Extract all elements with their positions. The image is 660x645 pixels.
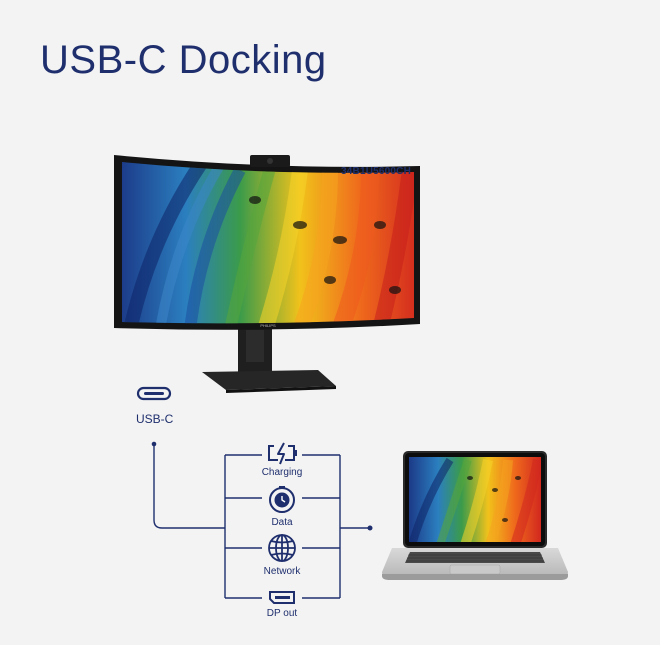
connector-lines (153, 444, 370, 599)
charging-icon (268, 442, 297, 465)
page-title: USB-C Docking (40, 38, 327, 82)
monitor-screen (122, 162, 414, 324)
laptop (382, 451, 568, 580)
monitor-brand: PHILIPS (260, 323, 276, 328)
data-icon (269, 486, 295, 513)
laptop-keyboard (405, 552, 545, 563)
laptop-connection-dot (367, 525, 373, 531)
feature-label-data: Data (271, 517, 293, 528)
monitor-model-label: 34B1U5600CH (341, 166, 412, 177)
laptop-trackpad (449, 564, 501, 575)
feature-label-charging: Charging (261, 467, 303, 478)
monitor-stand-base (202, 370, 336, 390)
usb-c-cable-end (151, 441, 157, 447)
feature-label-dp-out: DP out (266, 608, 298, 619)
usb-c-port-icon (136, 386, 172, 401)
laptop-screen (409, 457, 541, 542)
feature-label-network: Network (263, 566, 301, 577)
monitor: PHILIPS (114, 155, 420, 393)
displayport-icon (269, 591, 295, 604)
usb-c-label: USB-C (136, 412, 174, 426)
network-icon (268, 534, 296, 562)
